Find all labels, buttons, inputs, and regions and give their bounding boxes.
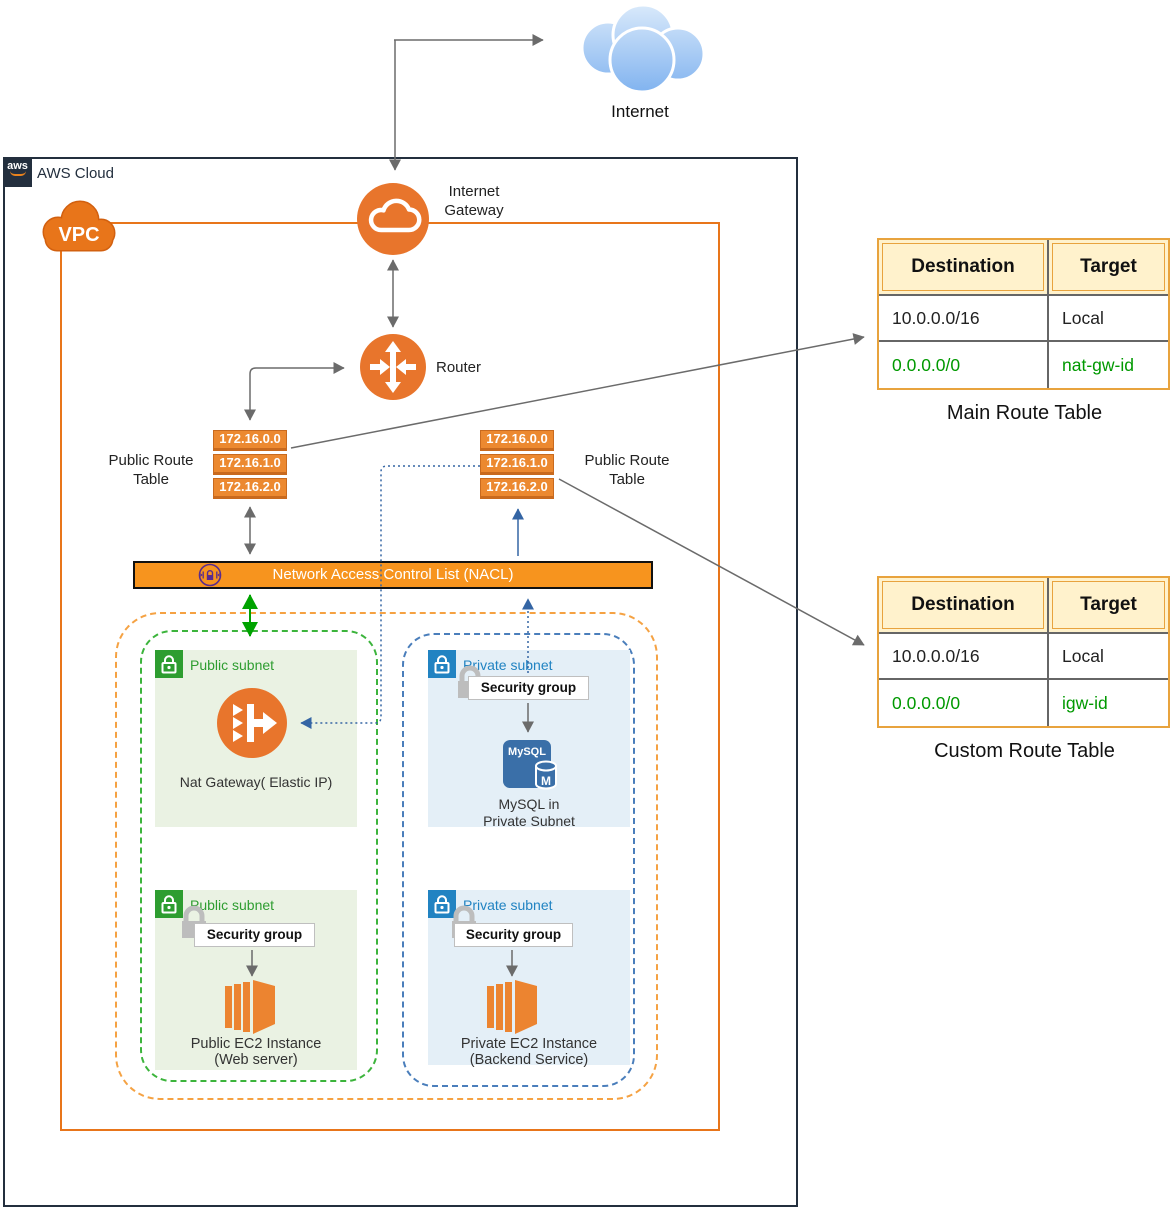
- private-subnet-column: [402, 633, 635, 1087]
- private-subnet-label: Private subnet: [463, 897, 553, 913]
- mysql-logo-text: MySQL: [508, 746, 546, 758]
- main-route-table: Destination Target 10.0.0.0/16 Local 0.0…: [877, 238, 1170, 390]
- aws-cloud-container: [3, 157, 798, 1207]
- internet-gateway-label-line1: Internet: [448, 183, 500, 200]
- aws-cloud-label: AWS Cloud: [37, 165, 114, 182]
- public-subnet-label: Public subnet: [190, 897, 275, 913]
- ec2-instance-icon: [481, 972, 545, 1039]
- column-header-destination: Destination: [882, 243, 1044, 291]
- custom-route-table: Destination Target 10.0.0.0/16 Local 0.0…: [877, 576, 1170, 728]
- table-cell: Local: [1049, 296, 1168, 342]
- public-route-table-label-left: Public Route Table: [96, 451, 206, 489]
- public-subnet-label: Public subnet: [190, 657, 275, 673]
- private-subnet-lock-icon: [428, 890, 456, 918]
- ec2-label-line2: (Backend Service): [469, 1052, 589, 1068]
- nat-gateway-label: Nat Gateway( Elastic IP): [179, 774, 333, 790]
- route-entry: 172.16.0.0: [480, 430, 554, 451]
- route-entry: 172.16.1.0: [213, 454, 287, 475]
- public-subnet-column: [140, 630, 378, 1082]
- internet-gateway-label: Internet Gateway: [430, 182, 518, 220]
- vpc-badge-label: VPC: [58, 224, 99, 246]
- ec2-label-line1: Private EC2 Instance: [460, 1036, 598, 1052]
- column-header-destination: Destination: [882, 581, 1044, 629]
- label-line: Table: [133, 471, 169, 488]
- security-group-box: Security group: [194, 923, 315, 947]
- router-icon: [360, 334, 426, 400]
- security-group-box: Security group: [454, 923, 573, 947]
- aws-logo-text: aws: [7, 160, 28, 172]
- nacl-label: Network Access Control List (NACL): [272, 566, 514, 583]
- table-cell: 10.0.0.0/16: [879, 296, 1049, 342]
- column-header-target: Target: [1052, 581, 1165, 629]
- ec2-instance-icon: [219, 972, 283, 1039]
- mysql-icon: MySQL M: [503, 740, 561, 801]
- table-cell: Local: [1049, 634, 1168, 680]
- aws-smile-icon: [9, 171, 26, 176]
- table-cell: 0.0.0.0/0: [879, 342, 1049, 388]
- route-entry: 172.16.1.0: [480, 454, 554, 475]
- internet-gateway-icon: [357, 183, 429, 255]
- ec2-label-line1: Public EC2 Instance: [190, 1036, 322, 1052]
- router-label: Router: [436, 359, 482, 376]
- security-group-box: Security group: [468, 676, 589, 700]
- route-entry: 172.16.2.0: [480, 478, 554, 499]
- custom-route-table-caption: Custom Route Table: [934, 740, 1115, 762]
- aws-logo-icon: aws: [3, 157, 32, 187]
- column-header-target: Target: [1052, 243, 1165, 291]
- ec2-label-line2: (Web server): [214, 1052, 298, 1068]
- internet-cloud-icon: [570, 2, 712, 94]
- table-cell: igw-id: [1049, 680, 1168, 726]
- vpc-badge-icon: VPC: [38, 196, 120, 254]
- public-subnet-lock-icon: [155, 890, 183, 918]
- internet-label: Internet: [611, 102, 669, 121]
- label-line: Private Subnet: [483, 813, 575, 829]
- label-line: Table: [609, 471, 645, 488]
- mysql-db-letter: M: [541, 774, 551, 788]
- public-route-table-label-right: Public Route Table: [572, 451, 682, 489]
- nacl-icon: [198, 563, 222, 587]
- private-subnet-box-ec2: [428, 890, 630, 1065]
- public-subnet-box-ec2: [155, 890, 357, 1070]
- internet-gateway-label-line2: Gateway: [444, 202, 504, 219]
- label-line: Public Route: [584, 452, 670, 469]
- route-entry: 172.16.2.0: [213, 478, 287, 499]
- label-line: Public Route: [108, 452, 194, 469]
- public-subnet-lock-icon: [155, 650, 183, 678]
- main-route-table-caption: Main Route Table: [946, 402, 1103, 424]
- mysql-label: MySQL in Private Subnet: [428, 796, 630, 830]
- private-subnet-label: Private subnet: [463, 657, 553, 673]
- table-cell: 0.0.0.0/0: [879, 680, 1049, 726]
- table-cell: 10.0.0.0/16: [879, 634, 1049, 680]
- table-cell: nat-gw-id: [1049, 342, 1168, 388]
- nat-gateway-icon: [217, 688, 287, 758]
- label-line: MySQL in: [498, 796, 560, 812]
- route-entry: 172.16.0.0: [213, 430, 287, 451]
